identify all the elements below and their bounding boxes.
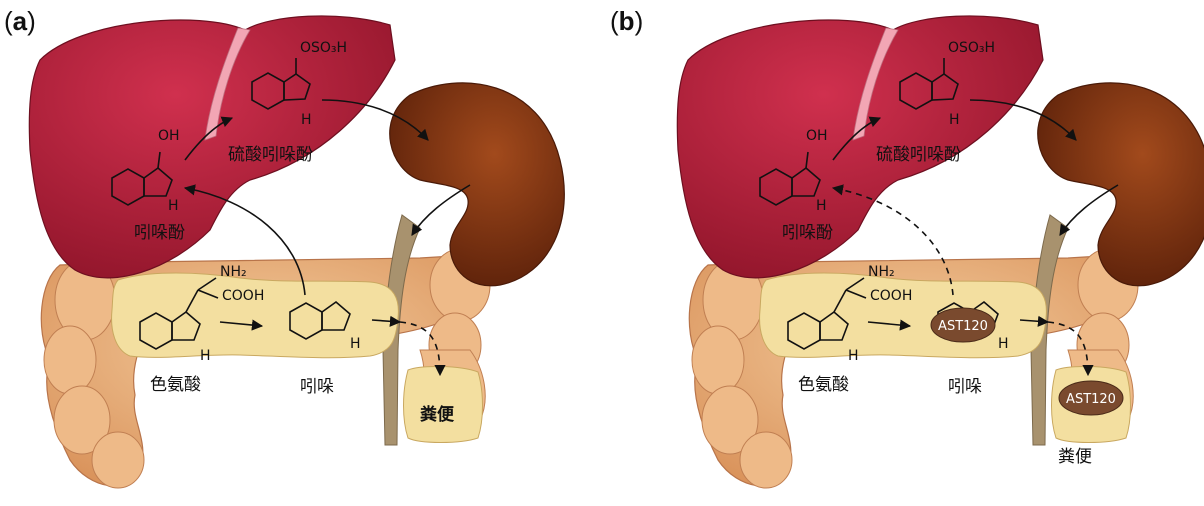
ast120-label-feces: AST120 (1066, 392, 1116, 407)
h-label-indole: H (350, 336, 361, 352)
tryptophan-label: 色氨酸 (150, 375, 201, 395)
oso3h-label: OSO₃H (300, 40, 347, 56)
indoxyl-sulfate-label-b: 硫酸吲哚酚 (876, 145, 961, 165)
panel-label-a: (a) (4, 6, 36, 36)
ast120-label-colon: AST120 (938, 319, 988, 334)
oh-label-b: OH (806, 128, 828, 144)
feces-label: 粪便 (420, 404, 455, 425)
h-label-indoxyl-b: H (816, 198, 827, 214)
indoxyl-label: 吲哚酚 (134, 223, 185, 243)
panel-label-b: (b) (610, 6, 643, 36)
indole-label: 吲哚 (300, 377, 334, 397)
cooh-label: COOH (222, 288, 264, 304)
oh-label: OH (158, 128, 180, 144)
nh2-label-b: NH₂ (868, 264, 895, 280)
panel-b: AST120 AST120 (b) OSO₃H H 硫酸吲哚酚 OH H 吲哚酚… (610, 6, 1204, 488)
h-label-trp: H (200, 348, 211, 364)
panel-a: (a) OSO₃H H 硫酸吲哚酚 OH H 吲哚酚 NH₂ COOH H 色氨… (4, 6, 564, 488)
oso3h-label-b: OSO₃H (948, 40, 995, 56)
tryptophan-label-b: 色氨酸 (798, 375, 849, 395)
indole-label-b: 吲哚 (948, 377, 982, 397)
h-label-trp-b: H (848, 348, 859, 364)
h-label-sulfate: H (301, 112, 312, 128)
feces-label-b: 粪便 (1058, 447, 1092, 467)
indoxyl-label-b: 吲哚酚 (782, 223, 833, 243)
indoxyl-sulfate-label: 硫酸吲哚酚 (228, 145, 313, 165)
h-label-sulfate-b: H (949, 112, 960, 128)
cooh-label-b: COOH (870, 288, 912, 304)
nh2-label: NH₂ (220, 264, 247, 280)
h-label-indole-b: H (998, 336, 1009, 352)
h-label-indoxyl: H (168, 198, 179, 214)
